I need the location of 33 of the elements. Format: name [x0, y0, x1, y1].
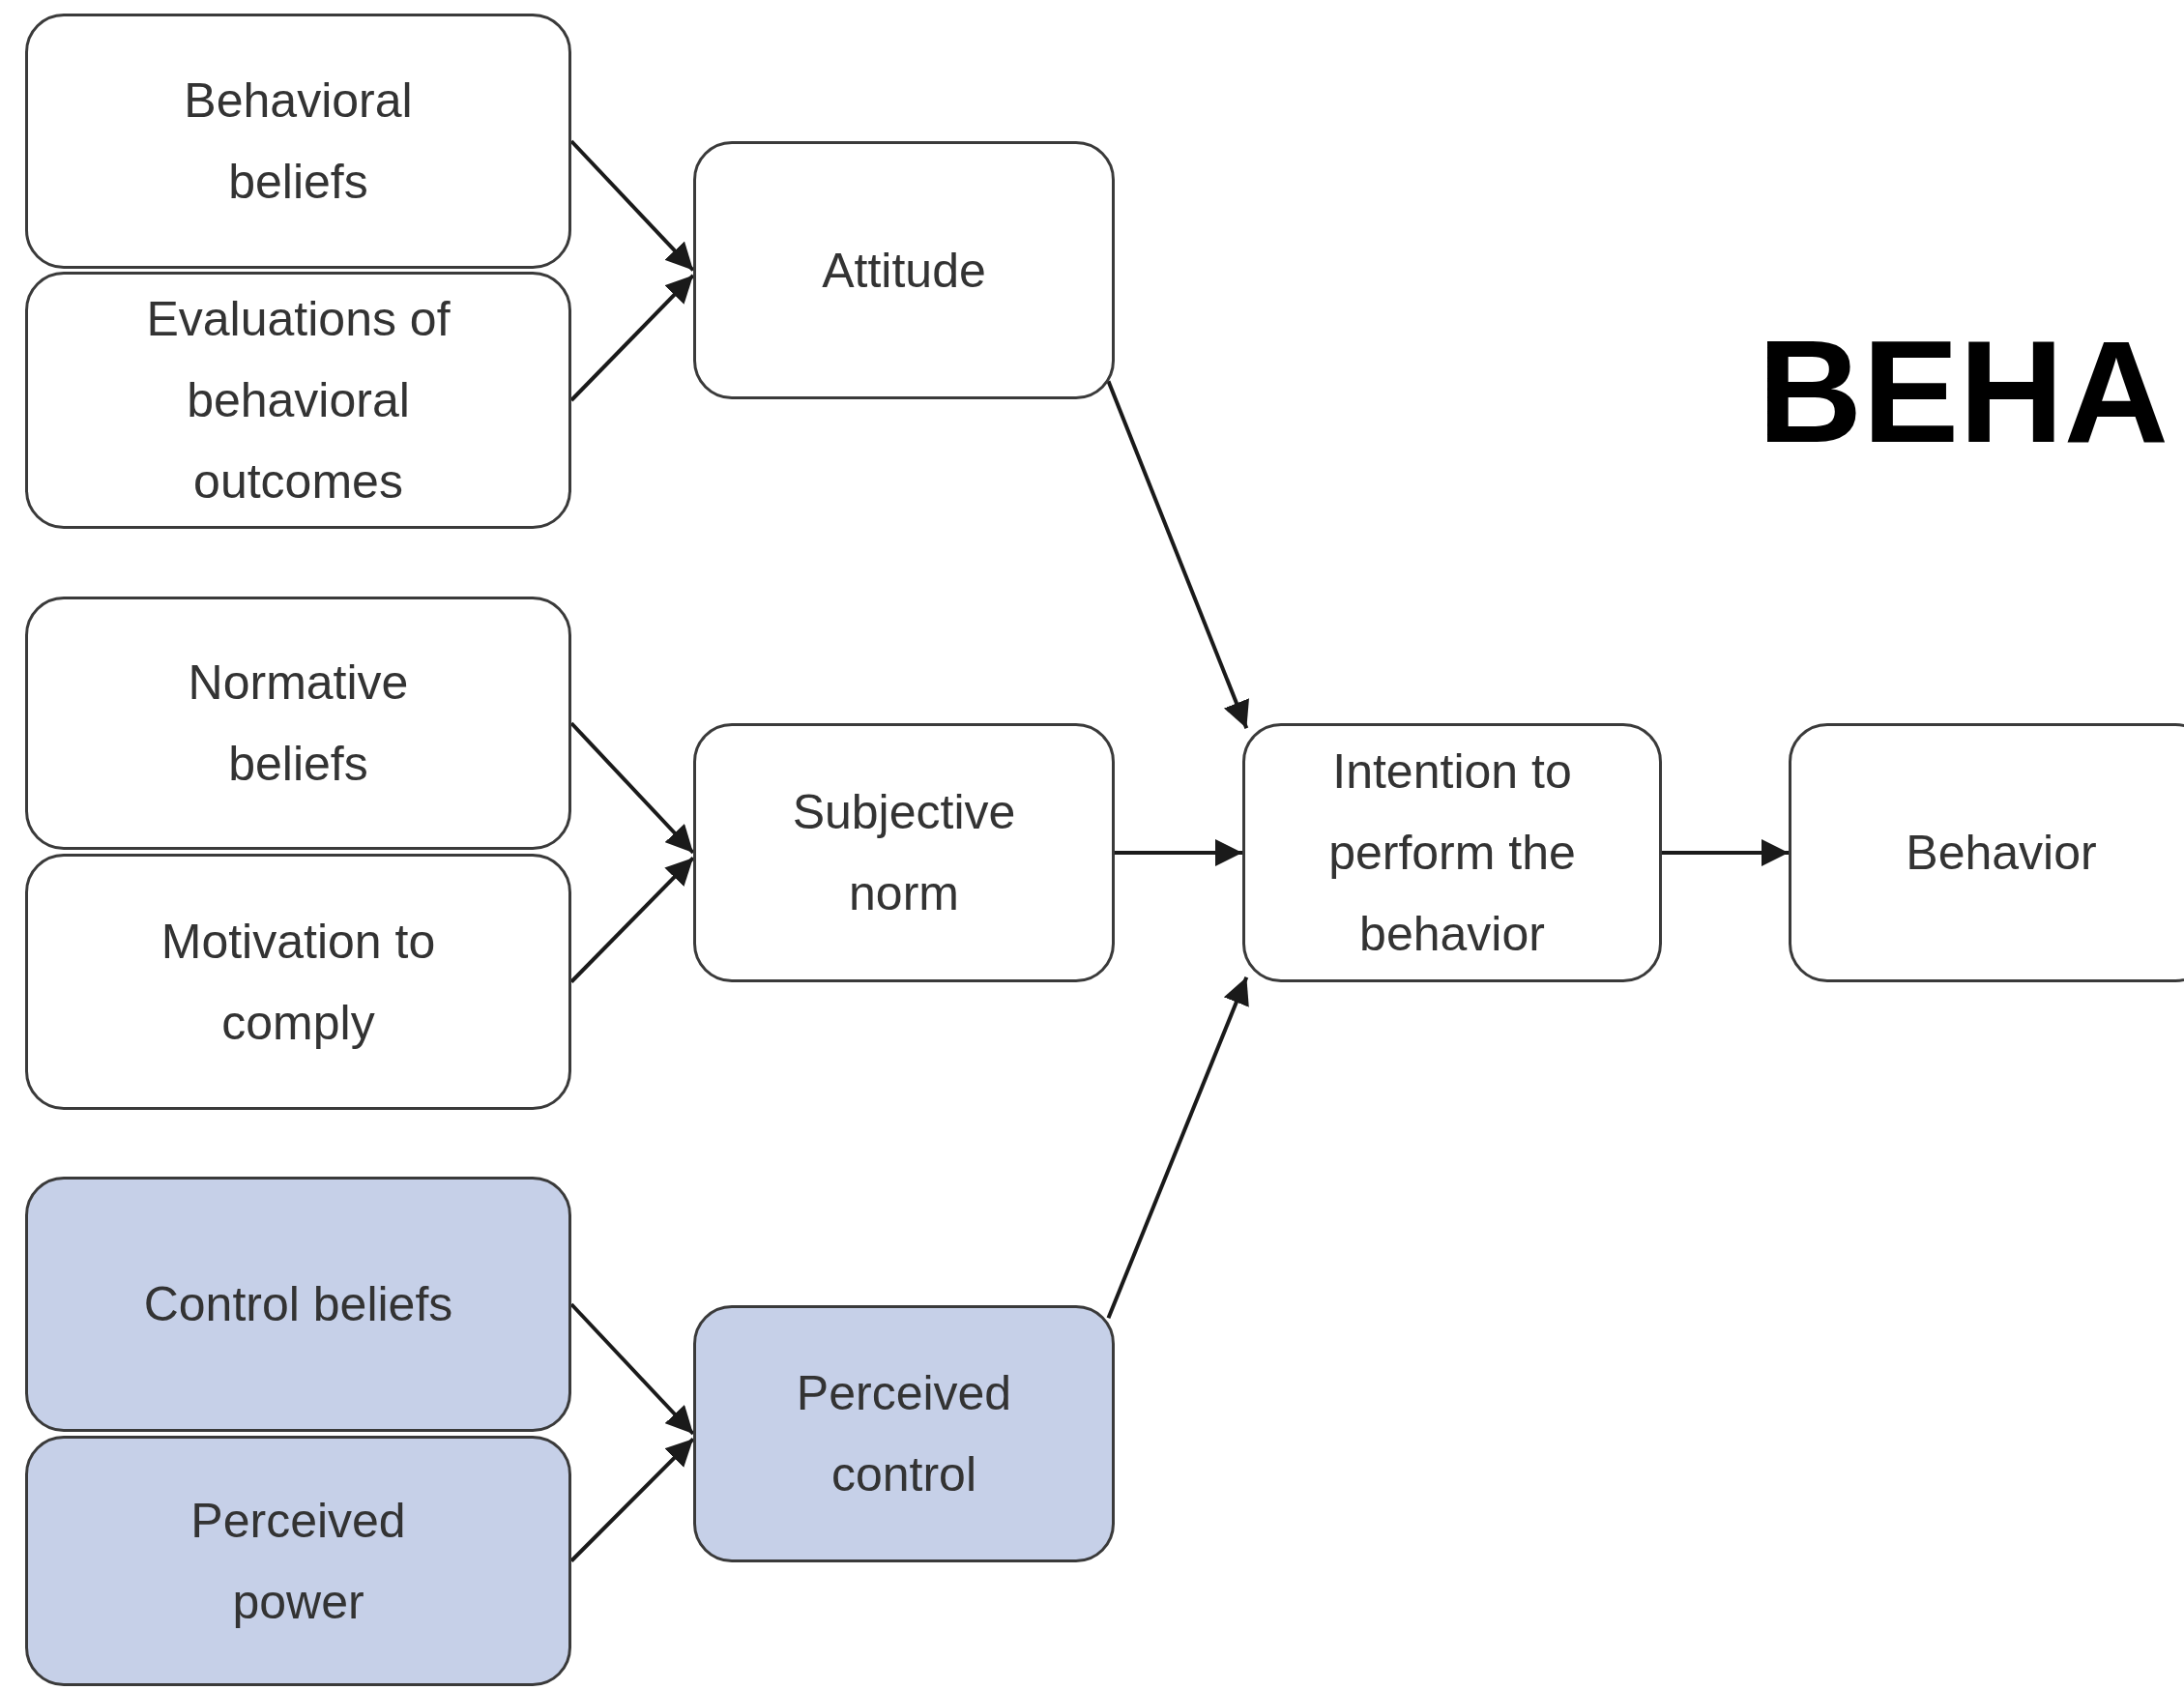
- concept-box: [25, 854, 571, 1110]
- arrow: [1662, 839, 1789, 866]
- arrow: [569, 856, 695, 983]
- concept-box: [25, 272, 571, 529]
- concept-box: [693, 723, 1115, 982]
- box-label: Motivation to comply: [160, 913, 437, 1052]
- box-label: Behavioral beliefs: [183, 73, 414, 211]
- heading-text: BEHA: [1758, 319, 2169, 464]
- concept-box: [693, 1305, 1115, 1562]
- concept-box: [25, 14, 571, 269]
- arrow: [1106, 380, 1249, 730]
- arrow: [569, 1302, 695, 1436]
- concept-box: [25, 1177, 571, 1432]
- box-label: Attitude: [822, 242, 986, 300]
- box-label: Perceived power: [189, 1492, 407, 1631]
- arrow: [569, 139, 695, 272]
- arrow: [1106, 976, 1249, 1320]
- concept-box: [25, 1436, 571, 1686]
- box-label: Evaluations of behavioral outcomes: [145, 291, 451, 510]
- box-label: Perceived control: [795, 1365, 1013, 1503]
- concept-box: [1242, 723, 1662, 982]
- box-label: Subjective norm: [791, 784, 1017, 922]
- concept-box: [693, 141, 1115, 399]
- arrow: [1115, 839, 1242, 866]
- box-label: Normative beliefs: [187, 655, 410, 793]
- box-label: Control beliefs: [143, 1276, 453, 1333]
- arrow: [569, 1437, 695, 1562]
- concept-box: [1789, 723, 2184, 982]
- arrow: [569, 274, 695, 402]
- box-label: Intention to perform the behavior: [1327, 743, 1577, 963]
- concept-box: [25, 597, 571, 850]
- arrow: [569, 721, 695, 855]
- box-label: Behavior: [1906, 825, 2097, 882]
